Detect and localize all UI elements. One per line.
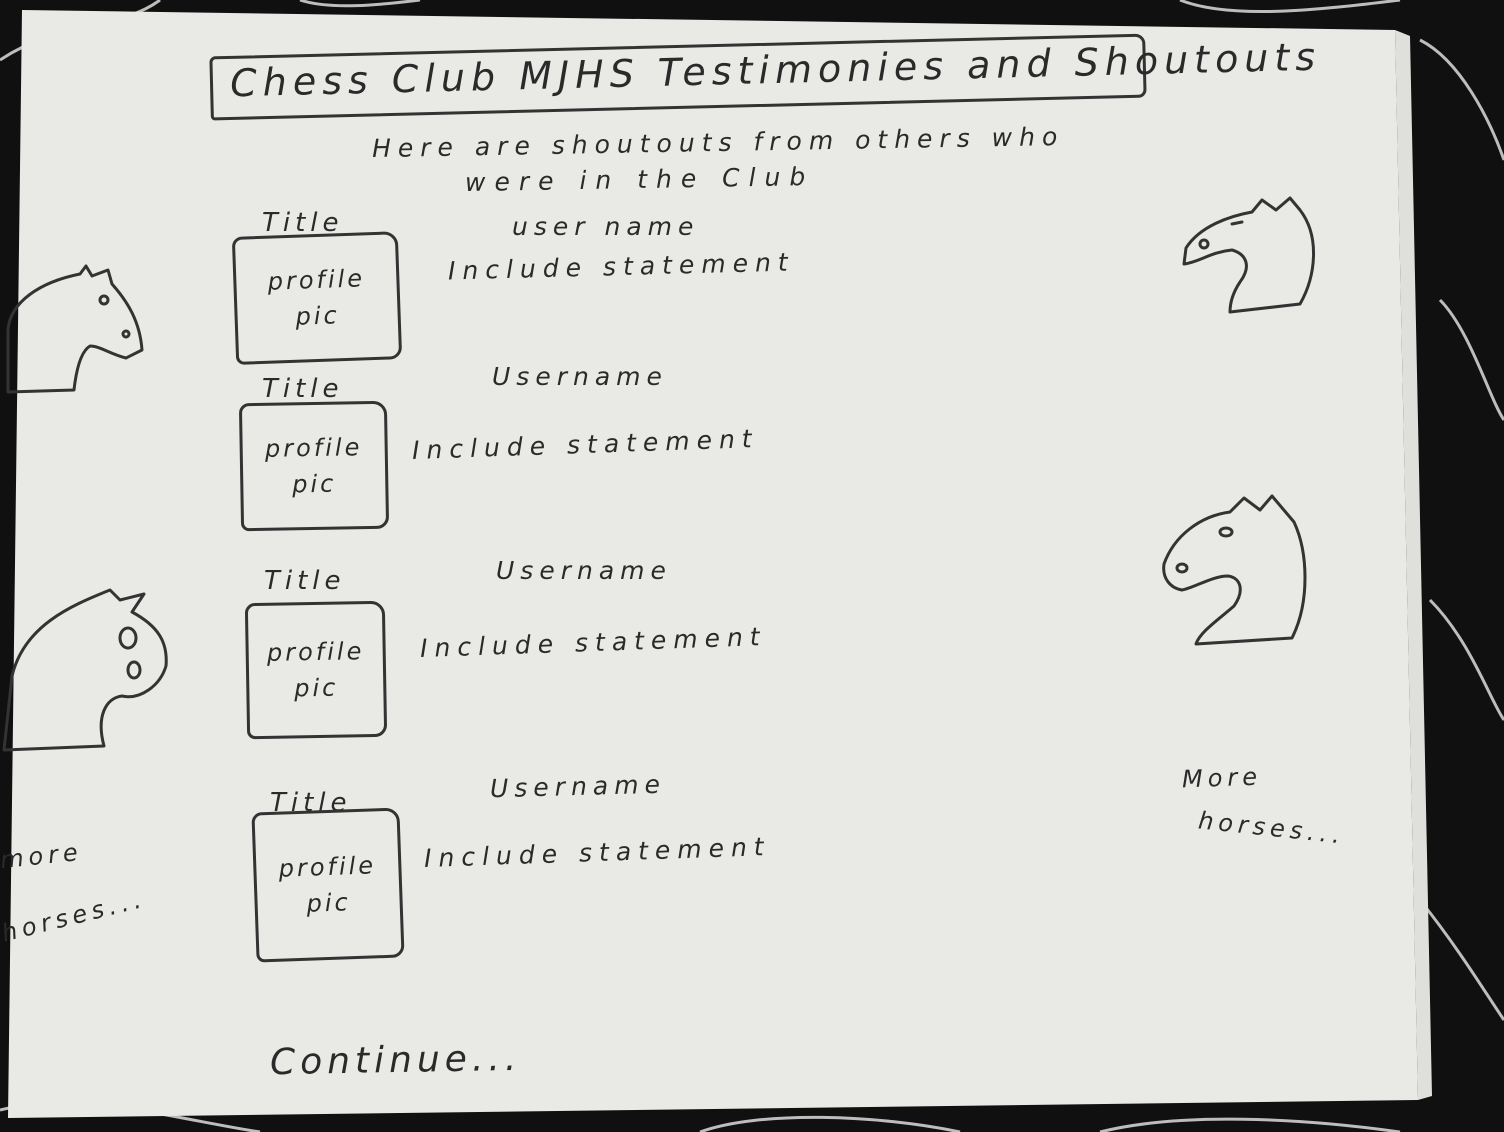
- chess-knight-icon: [1182, 196, 1316, 314]
- testimonial-title: Title: [264, 566, 346, 596]
- profile-pic[interactable]: profile pic: [238, 400, 390, 532]
- chess-knight-icon: [2, 588, 168, 752]
- profile-pic-label: pic: [292, 469, 337, 499]
- chess-knight-icon: [1162, 494, 1307, 646]
- testimonial-title: Title: [262, 374, 344, 404]
- testimonial-username: Username: [489, 769, 667, 804]
- profile-pic-label: profile: [267, 264, 366, 296]
- testimonial-username: Username: [496, 556, 672, 585]
- profile-pic-label: pic: [294, 673, 339, 703]
- profile-pic[interactable]: profile pic: [251, 807, 405, 963]
- profile-pic-label: pic: [295, 301, 341, 331]
- testimonial-title: Title: [262, 208, 344, 238]
- profile-pic[interactable]: profile pic: [231, 231, 403, 365]
- testimonial-username: user name: [512, 212, 700, 241]
- profile-pic-label: profile: [266, 637, 365, 667]
- more-horses-note-right: More: [1181, 762, 1263, 794]
- profile-pic-label: profile: [264, 433, 363, 463]
- profile-pic[interactable]: profile pic: [244, 600, 388, 740]
- profile-pic-label: pic: [306, 888, 352, 918]
- testimonial-username: Username: [492, 362, 668, 391]
- continue-link[interactable]: Continue...: [269, 1037, 522, 1084]
- profile-pic-label: profile: [278, 851, 377, 883]
- intro-text-line-2: were in the Club: [464, 161, 815, 198]
- testimonial-title: Title: [270, 788, 352, 818]
- chess-knight-icon: [6, 264, 144, 394]
